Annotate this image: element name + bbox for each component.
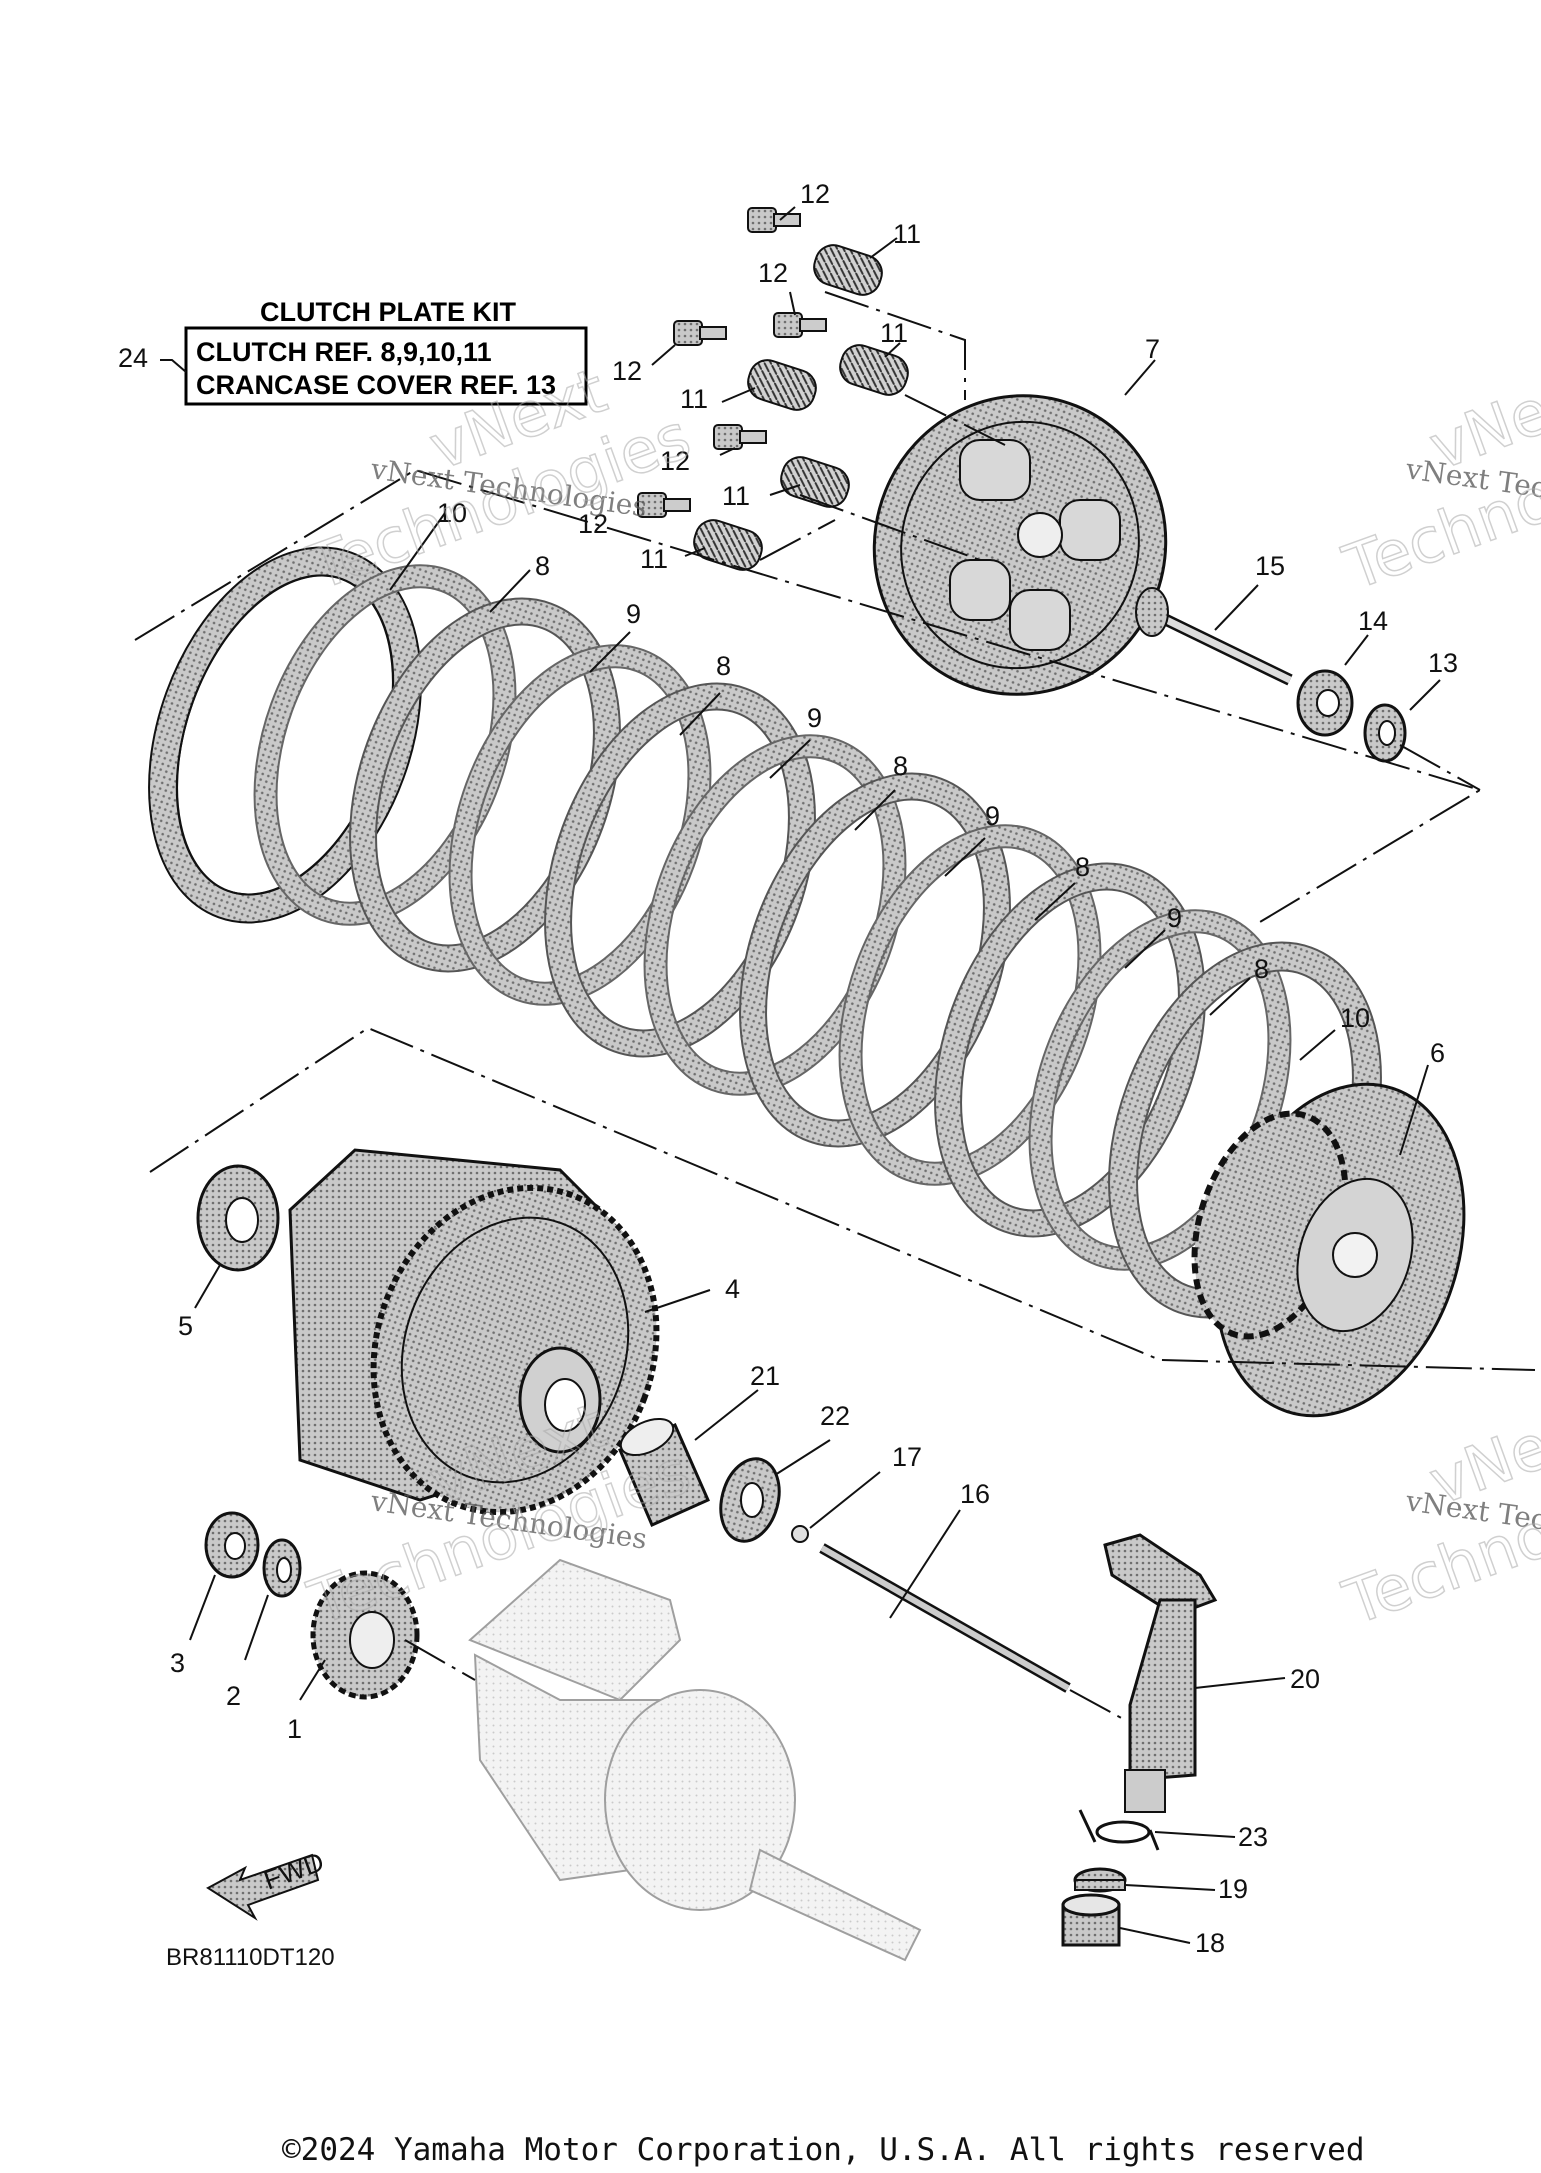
kit-title: CLUTCH PLATE KIT (260, 297, 516, 327)
callout-9: 9 (626, 599, 641, 629)
callout-9: 9 (985, 801, 1000, 831)
pressure-plate-7 (872, 394, 1168, 696)
callout-16: 16 (960, 1479, 990, 1509)
callout-20: 20 (1290, 1664, 1320, 1694)
callout-13: 13 (1428, 648, 1458, 678)
callout-1: 1 (287, 1714, 302, 1744)
callout-24: 24 (118, 343, 148, 373)
washer-5 (196, 1164, 280, 1272)
callout-18: 18 (1195, 1928, 1225, 1958)
push-rod-16 (819, 1543, 1071, 1693)
callout-12: 12 (758, 258, 788, 288)
kit-line-2: CRANCASE COVER REF. 13 (196, 370, 556, 400)
oil-seal-19 (1073, 1867, 1127, 1893)
callout-8: 8 (716, 651, 731, 681)
leader-lines (189, 206, 1441, 1944)
ball-17 (791, 1525, 809, 1543)
assembly-lines (134, 291, 1536, 1721)
callout-23: 23 (1238, 1822, 1268, 1852)
callout-9: 9 (807, 703, 822, 733)
callout-9: 9 (1167, 903, 1182, 933)
bearing-18 (1061, 1893, 1121, 1947)
callout-8: 8 (1075, 852, 1090, 882)
callout-11: 11 (680, 384, 708, 414)
callout-19: 19 (1218, 1874, 1248, 1904)
callout-8: 8 (893, 751, 908, 781)
clutch-plate-kit-box: CLUTCH PLATE KIT CLUTCH REF. 8,9,10,11 C… (118, 297, 588, 406)
clutch-housing-4 (288, 1148, 660, 1516)
bolts-12 (637, 207, 827, 518)
washer-13 (1363, 703, 1407, 763)
nut-14 (1296, 669, 1354, 737)
fwd-arrow: FWD (206, 1846, 328, 1921)
callout-11: 11 (640, 544, 668, 574)
callout-3: 3 (170, 1648, 185, 1678)
callout-2: 2 (226, 1681, 241, 1711)
callout-22: 22 (820, 1401, 850, 1431)
diagram-code: BR81110DT120 (166, 1944, 335, 1971)
push-rod-15 (1135, 587, 1293, 686)
callout-8: 8 (1254, 954, 1269, 984)
callout-11: 11 (893, 219, 921, 249)
callout-4: 4 (725, 1274, 740, 1304)
callout-12: 12 (800, 179, 830, 209)
callout-15: 15 (1255, 551, 1285, 581)
clutch-plates-stack (148, 546, 1382, 1319)
washer-22 (719, 1457, 781, 1543)
washer-2 (262, 1538, 302, 1598)
callout-10: 10 (1340, 1003, 1370, 1033)
callout-21: 21 (750, 1361, 780, 1391)
callout-7: 7 (1145, 334, 1160, 364)
callout-10: 10 (437, 498, 467, 528)
springs-11 (693, 244, 909, 571)
callout-8: 8 (535, 551, 550, 581)
callout-12: 12 (578, 509, 608, 539)
callout-11: 11 (722, 481, 750, 511)
crankshaft-reference (468, 1558, 922, 1962)
callout-12: 12 (612, 356, 642, 386)
kit-frame (184, 326, 588, 406)
primary-gear-1 (310, 1570, 420, 1700)
callout-14: 14 (1358, 606, 1388, 636)
spring-23 (1078, 1809, 1160, 1851)
callout-numbers: 12 11 12 12 11 11 7 12 12 11 11 10 8 9 8… (170, 179, 1458, 1958)
clutch-push-lever-shaft-20 (1103, 1533, 1218, 1813)
callout-17: 17 (892, 1442, 922, 1472)
leader-24 (160, 359, 187, 373)
nut-3 (204, 1511, 260, 1579)
collar-21 (618, 1417, 710, 1527)
clutch-boss-6 (1191, 1082, 1466, 1418)
callout-5: 5 (178, 1311, 193, 1341)
callout-12: 12 (660, 446, 690, 476)
kit-line-1: CLUTCH REF. 8,9,10,11 (196, 337, 492, 367)
callout-6: 6 (1430, 1038, 1445, 1068)
callout-11: 11 (880, 318, 908, 348)
copyright-notice: ©2024 Yamaha Motor Corporation, U.S.A. A… (282, 2132, 1365, 2168)
